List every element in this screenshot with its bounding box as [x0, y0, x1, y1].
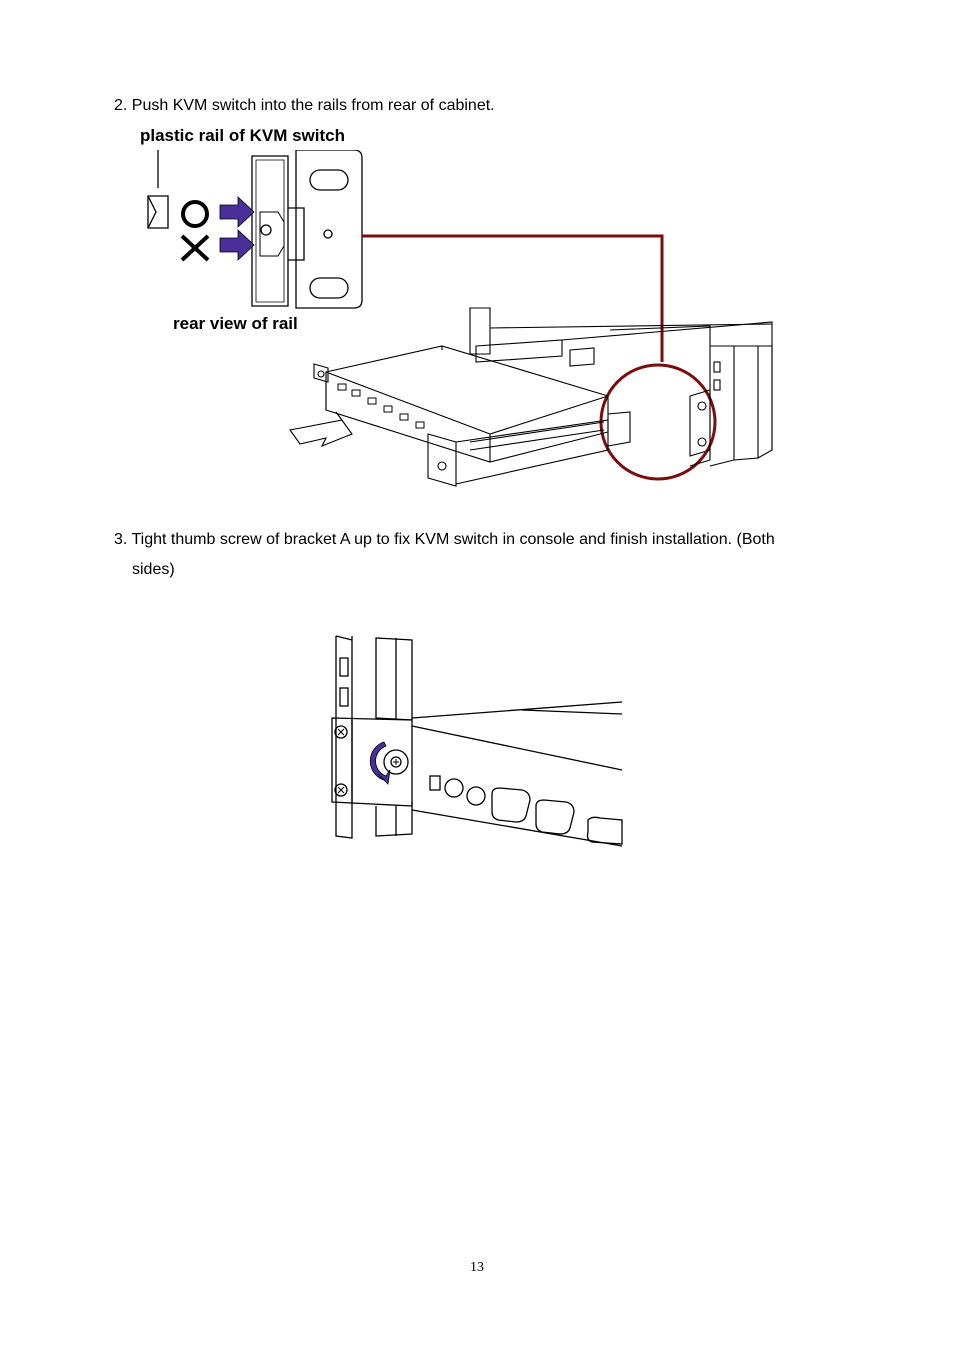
step-3-text: 3. Tight thumb screw of bracket A up to …: [114, 525, 844, 585]
step-3-line-2: sides): [132, 561, 175, 578]
callout-line: [362, 234, 664, 362]
kvm-cabinet-drawing: [289, 307, 773, 487]
thumb-screw-figure: [331, 635, 623, 847]
step-2-text: 2. Push KVM switch into the rails from r…: [114, 97, 495, 114]
correct-circle-icon: [181, 200, 209, 228]
rotate-arrow-icon: [369, 741, 391, 785]
rear-view-label: rear view of rail: [173, 314, 298, 333]
push-arrow-icon: [219, 196, 255, 228]
rail-rear-plate: [295, 150, 363, 309]
push-arrows: [219, 196, 255, 261]
plastic-rail-label: plastic rail of KVM switch: [140, 126, 345, 145]
page-number: 13: [470, 1260, 484, 1275]
wrong-x-icon: [180, 234, 210, 262]
rack-post-drawing: [331, 635, 623, 847]
push-arrow-icon: [219, 229, 255, 261]
rail-side-plate: [251, 155, 289, 307]
rail-installation-figure: [147, 150, 773, 487]
callout-circle: [599, 363, 717, 481]
step-3-line-1: 3. Tight thumb screw of bracket A up to …: [114, 531, 775, 548]
plastic-rail-part-icon: [147, 195, 169, 229]
